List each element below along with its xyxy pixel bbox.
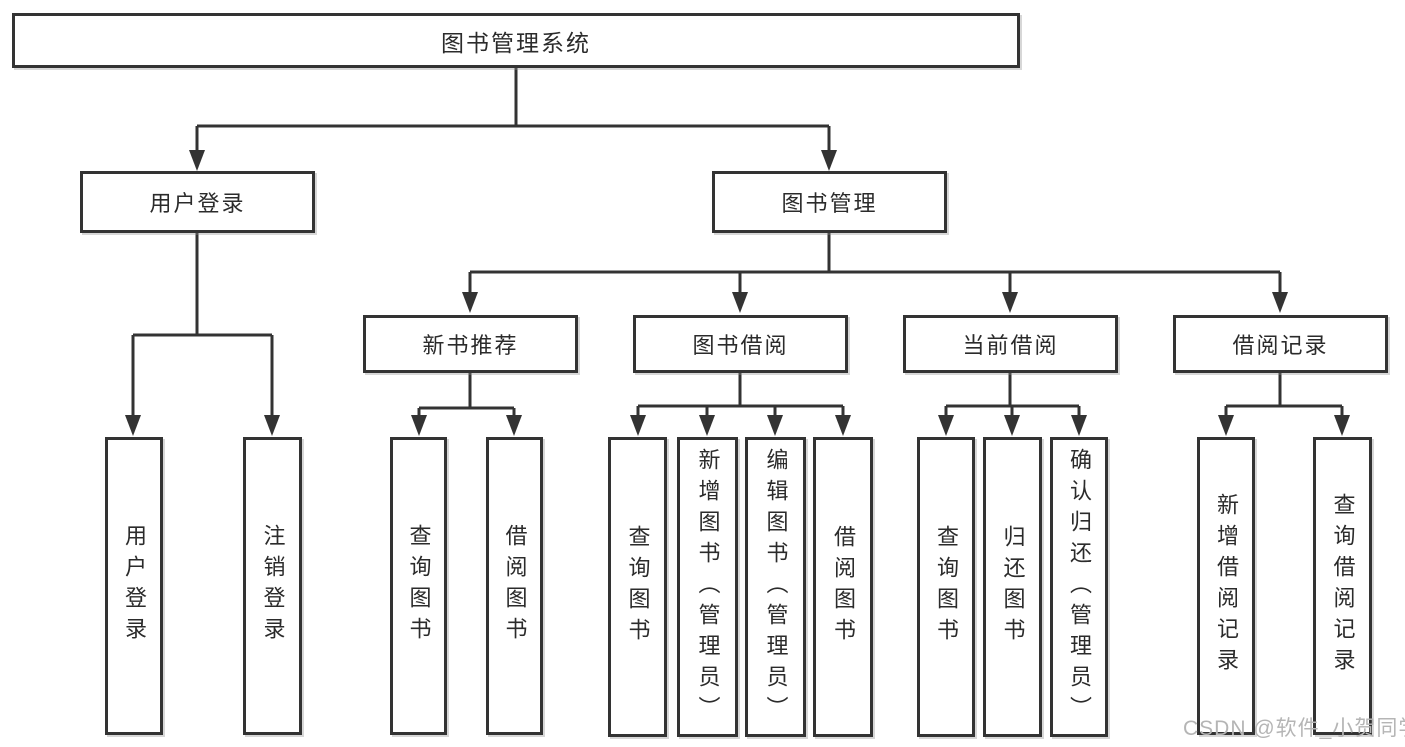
node-borrow-record: 借阅记录 <box>1173 315 1388 373</box>
leaf-confirm-return-admin-label: 确认归还（管理员） <box>1067 447 1092 727</box>
leaf-newbook-query: 查询图书 <box>390 437 447 735</box>
leaf-borrow-add-admin-label: 新增图书（管理员） <box>695 447 721 727</box>
leaf-record-add-label: 新增借阅记录 <box>1214 493 1239 679</box>
leaf-current-query: 查询图书 <box>917 437 975 737</box>
leaf-logout-label: 注销登录 <box>260 524 286 648</box>
node-book-management: 图书管理 <box>712 171 947 233</box>
node-user-login: 用户登录 <box>80 171 315 233</box>
leaf-current-query-label: 查询图书 <box>934 525 959 649</box>
leaf-borrow-query: 查询图书 <box>608 437 667 737</box>
leaf-newbook-borrow: 借阅图书 <box>486 437 543 735</box>
connector-strokes <box>131 68 1344 420</box>
csdn-watermark: CSDN @软件_小贺同学 <box>1183 717 1405 740</box>
leaf-record-query-label: 查询借阅记录 <box>1330 493 1356 679</box>
node-book-management-label: 图书管理 <box>781 191 878 216</box>
node-borrow-record-label: 借阅记录 <box>1232 333 1329 358</box>
leaf-return-book: 归还图书 <box>983 437 1042 737</box>
node-new-book-recommend-label: 新书推荐 <box>422 333 519 358</box>
leaf-user-login-label: 用户登录 <box>122 524 147 648</box>
node-root: 图书管理系统 <box>12 13 1020 68</box>
leaf-return-book-label: 归还图书 <box>1000 525 1026 649</box>
leaf-borrow-query-label: 查询图书 <box>625 525 651 649</box>
leaf-borrow-edit-admin: 编辑图书（管理员） <box>745 437 806 737</box>
leaf-logout: 注销登录 <box>243 437 302 735</box>
leaf-confirm-return-admin: 确认归还（管理员） <box>1050 437 1108 737</box>
node-current-borrow-label: 当前借阅 <box>962 333 1059 358</box>
leaf-record-add: 新增借阅记录 <box>1197 437 1255 735</box>
node-root-label: 图书管理系统 <box>441 29 591 56</box>
leaf-user-login: 用户登录 <box>105 437 163 735</box>
arrowheads <box>125 150 1350 436</box>
node-user-login-label: 用户登录 <box>149 191 246 216</box>
leaf-newbook-borrow-label: 借阅图书 <box>502 524 528 648</box>
node-current-borrow: 当前借阅 <box>903 315 1118 373</box>
leaf-borrow-book-label: 借阅图书 <box>831 525 856 649</box>
leaf-borrow-add-admin: 新增图书（管理员） <box>677 437 738 737</box>
leaf-newbook-query-label: 查询图书 <box>406 524 432 648</box>
node-book-borrow: 图书借阅 <box>633 315 848 373</box>
node-book-borrow-label: 图书借阅 <box>692 333 789 358</box>
node-new-book-recommend: 新书推荐 <box>363 315 578 373</box>
leaf-record-query: 查询借阅记录 <box>1313 437 1372 735</box>
leaf-borrow-book: 借阅图书 <box>813 437 873 737</box>
leaf-borrow-edit-admin-label: 编辑图书（管理员） <box>763 447 789 727</box>
